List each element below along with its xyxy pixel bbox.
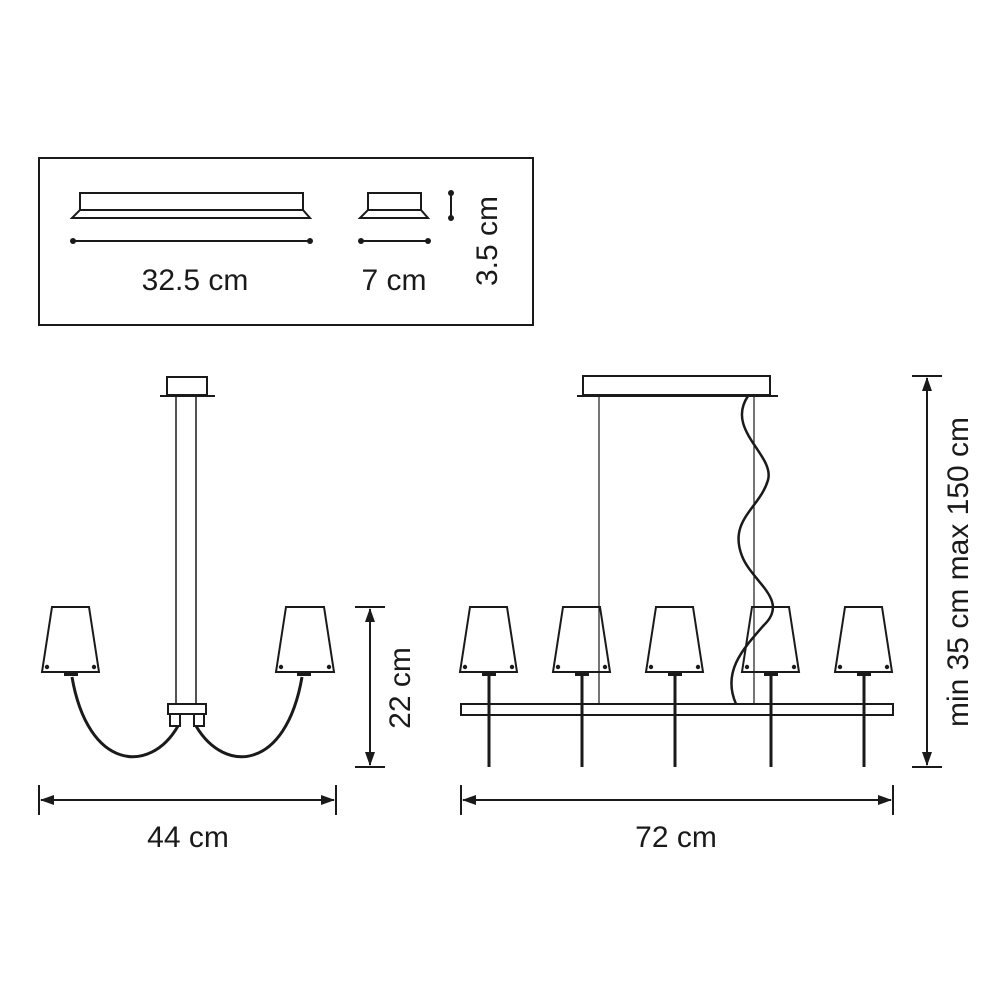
front-lamp-5 [833, 606, 894, 767]
front-lamp-1 [458, 606, 519, 767]
canopy-height-dimension [448, 190, 454, 221]
canopy-depth-dimension [358, 238, 431, 244]
side-view: 44 cm 22 cm [38, 376, 417, 854]
side-shade-left [40, 606, 101, 676]
side-stem [175, 396, 197, 704]
canopy-detail-frame [38, 157, 534, 326]
front-drop-label: min 35 cm max 150 cm [942, 417, 975, 727]
side-shade-right [274, 606, 336, 676]
side-height-label: 22 cm [384, 647, 417, 729]
canopy-detail-panel: 32.5 cm 7 cm 3.5 cm [38, 157, 534, 326]
front-lamp-3 [644, 606, 705, 767]
side-arm-right [194, 676, 304, 759]
side-hub [167, 703, 207, 727]
side-width-label: 44 cm [147, 821, 229, 854]
canopy-height-label: 3.5 cm [471, 196, 504, 286]
canopy-length-label: 32.5 cm [142, 264, 249, 297]
front-drop-dimension [912, 375, 942, 768]
side-canopy [166, 376, 208, 396]
front-view: 72 cm min 35 cm max 150 cm [458, 375, 975, 854]
front-lamp-4 [740, 606, 801, 767]
front-canopy [582, 375, 771, 396]
canopy-long-profile [69, 192, 313, 219]
canopy-length-dimension [70, 238, 313, 244]
front-width-dimension [460, 785, 894, 815]
front-width-label: 72 cm [635, 821, 717, 854]
front-lamp-2 [551, 606, 612, 767]
canopy-depth-label: 7 cm [361, 264, 426, 297]
front-power-cord [730, 395, 775, 705]
side-arm-left [70, 676, 180, 759]
side-width-dimension [38, 785, 337, 815]
canopy-short-profile [357, 192, 431, 219]
side-height-dimension [355, 606, 385, 768]
front-bar [460, 703, 894, 716]
